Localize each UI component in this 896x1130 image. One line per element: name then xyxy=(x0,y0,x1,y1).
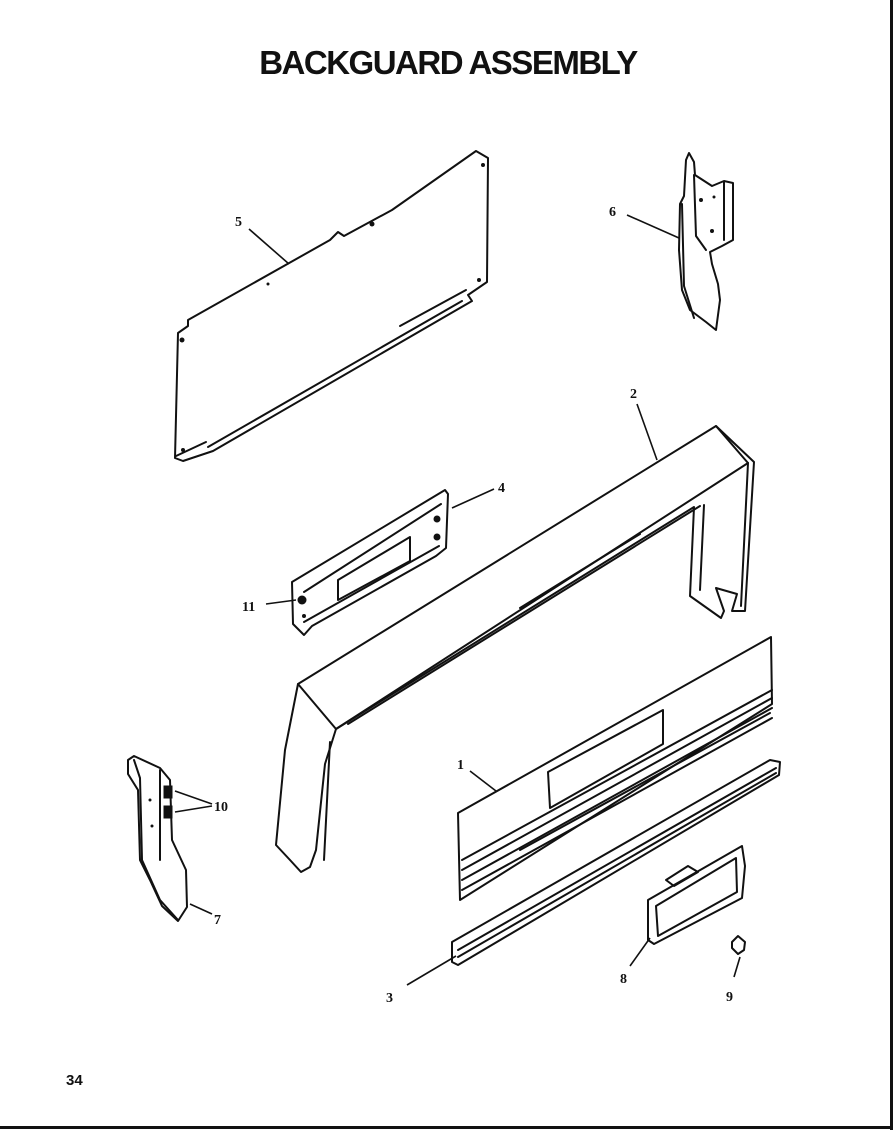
part-backguard-housing xyxy=(275,425,755,873)
callout-11: 11 xyxy=(242,600,255,615)
callout-7: 7 xyxy=(214,913,221,928)
part-clip xyxy=(731,935,746,955)
callout-3: 3 xyxy=(386,991,393,1006)
callout-2: 2 xyxy=(630,387,637,402)
page-number: 34 xyxy=(66,1072,83,1089)
part-right-end-bracket xyxy=(678,152,734,331)
part-trim-strip xyxy=(451,759,781,966)
callout-10: 10 xyxy=(214,800,228,815)
part-rear-panel xyxy=(174,150,489,462)
callout-4: 4 xyxy=(498,481,505,496)
part-lens xyxy=(647,845,746,945)
leader-lines xyxy=(174,214,741,986)
page-border-bottom xyxy=(0,1126,893,1129)
callout-6: 6 xyxy=(609,205,616,220)
callout-1: 1 xyxy=(457,758,464,773)
diagram-title: BACKGUARD ASSEMBLY xyxy=(259,44,638,81)
part-control-bracket xyxy=(291,489,449,636)
part-control-panel xyxy=(457,636,773,901)
callout-5: 5 xyxy=(235,215,242,230)
callout-9: 9 xyxy=(726,990,733,1005)
page-border-right xyxy=(890,0,893,1130)
part-left-end-bracket xyxy=(127,755,188,922)
callout-8: 8 xyxy=(620,972,627,987)
